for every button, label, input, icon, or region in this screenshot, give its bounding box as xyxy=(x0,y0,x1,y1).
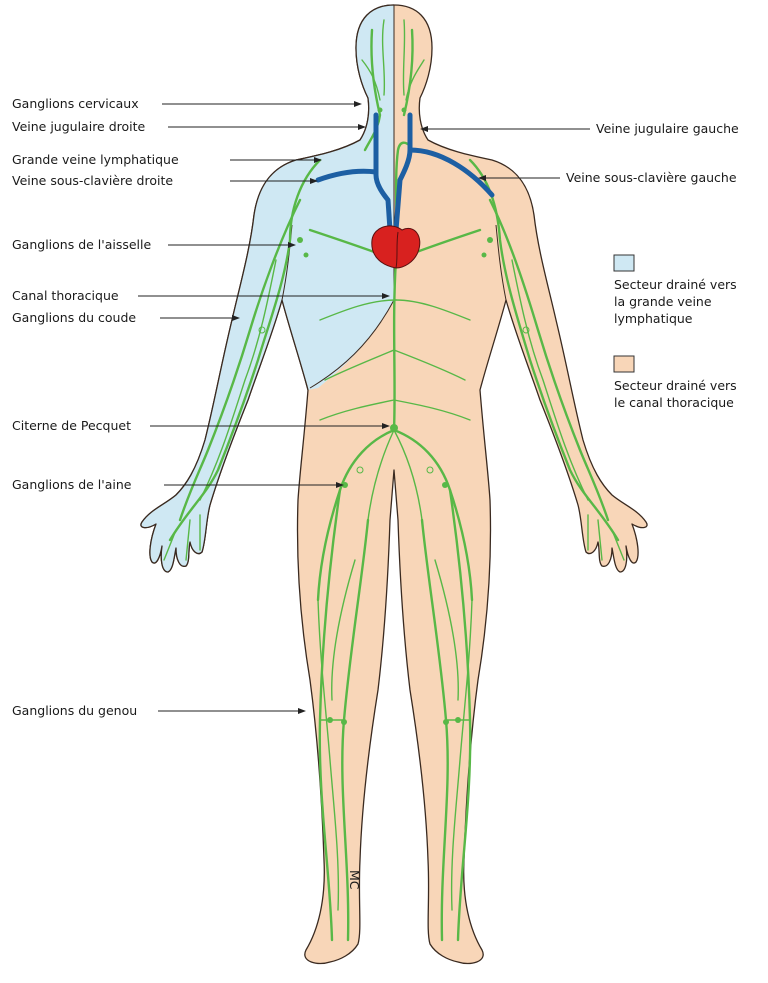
label-grande-veine-lymphatique: Grande veine lymphatique xyxy=(12,152,179,167)
label-ganglions-aine: Ganglions de l'aine xyxy=(12,477,132,492)
label-citerne-pecquet: Citerne de Pecquet xyxy=(12,418,131,433)
arrow-veine-sous-claviere-gauche xyxy=(478,175,486,181)
label-veine-sous-claviere-droite: Veine sous-clavière droite xyxy=(12,173,173,188)
arrow-veine-jugulaire-droite xyxy=(358,124,366,130)
arrow-ganglions-aisselle xyxy=(288,242,296,248)
arrow-veine-sous-claviere-droite xyxy=(310,178,318,184)
arrow-ganglions-coude xyxy=(232,315,240,321)
legend-swatch-grande-veine xyxy=(613,254,635,272)
heart xyxy=(371,225,421,269)
right-subclavian-vein xyxy=(315,168,379,183)
legend-text-canal-thoracique: Secteur drainé vers xyxy=(614,378,737,393)
label-ganglions-coude: Ganglions du coude xyxy=(12,310,136,325)
label-ganglions-cervicaux: Ganglions cervicaux xyxy=(12,96,139,111)
arrow-veine-jugulaire-gauche xyxy=(420,126,428,132)
lymphatic-vessels xyxy=(163,19,625,942)
arrow-citerne-pecquet xyxy=(382,423,390,429)
arrow-ganglions-cervicaux xyxy=(354,101,362,107)
label-ganglions-aisselle: Ganglions de l'aisselle xyxy=(12,237,152,252)
left-subclavian-vein xyxy=(407,147,495,198)
right-jugular-vein xyxy=(373,112,393,233)
label-ganglions-genou: Ganglions du genou xyxy=(12,703,137,718)
legend-swatch-canal-thoracique xyxy=(613,355,635,373)
label-veine-sous-claviere-gauche: Veine sous-clavière gauche xyxy=(566,170,737,185)
lymph-nodes xyxy=(258,107,530,725)
label-veine-jugulaire-gauche: Veine jugulaire gauche xyxy=(596,121,739,136)
legend: Secteur drainé vers la grande veine lympha… xyxy=(613,254,737,410)
label-veine-jugulaire-droite: Veine jugulaire droite xyxy=(12,119,146,134)
arrow-grande-veine-lymphatique xyxy=(314,157,322,163)
veins xyxy=(315,112,495,233)
arrow-ganglions-genou xyxy=(298,708,306,714)
legend-text-grande-veine: Secteur drainé vers xyxy=(614,277,737,292)
label-canal-thoracique: Canal thoracique xyxy=(12,288,119,303)
legend-text-grande-veine: lymphatique xyxy=(614,311,693,326)
arrow-ganglions-aine xyxy=(336,482,344,488)
legend-text-canal-thoracique: le canal thoracique xyxy=(614,395,734,410)
artist-signature: MC xyxy=(347,870,362,890)
arrow-canal-thoracique xyxy=(382,293,390,299)
legend-text-grande-veine: la grande veine xyxy=(614,294,712,309)
